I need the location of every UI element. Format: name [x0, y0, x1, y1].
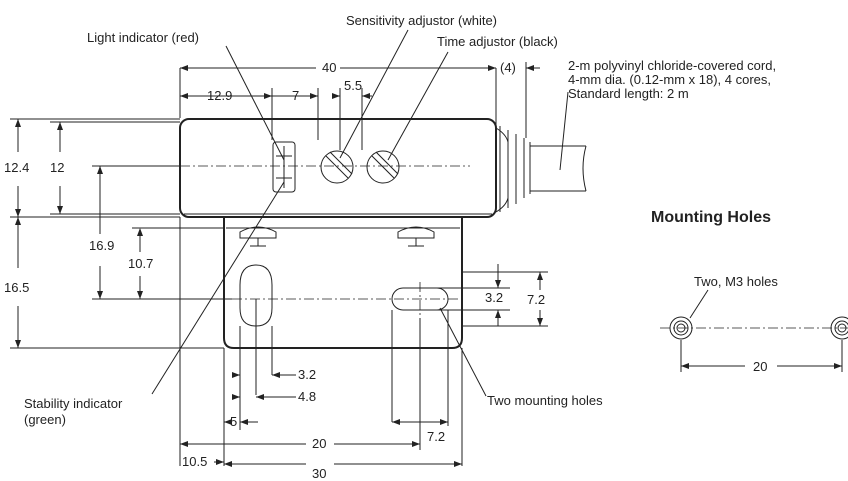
two-mounting-holes-label: Two mounting holes — [487, 393, 603, 408]
cord-note-line1: 2-m polyvinyl chloride-covered cord, — [568, 58, 776, 73]
dim-12-4: 12.4 — [4, 160, 29, 175]
sensitivity-adjustor-label: Sensitivity adjustor (white) — [346, 13, 497, 28]
dim-5: 5 — [230, 414, 237, 429]
time-adjustor-label: Time adjustor (black) — [437, 34, 558, 49]
light-indicator-label: Light indicator (red) — [87, 30, 199, 45]
dim-4-8: 4.8 — [298, 389, 316, 404]
cord-note-line3: Standard length: 2 m — [568, 86, 689, 101]
sensitivity-adjustor-knob — [320, 150, 354, 184]
dim-10-7: 10.7 — [128, 256, 153, 271]
dim-16-9: 16.9 — [89, 238, 114, 253]
dim-3-2-bottom: 3.2 — [298, 367, 316, 382]
dim-16-5: 16.5 — [4, 280, 29, 295]
mounting-holes-spacing: 20 — [753, 359, 767, 374]
dim-10-5: 10.5 — [182, 454, 207, 469]
dim-20: 20 — [312, 436, 326, 451]
stability-indicator-label: Stability indicator — [24, 396, 123, 411]
mounting-holes-title: Mounting Holes — [651, 209, 771, 226]
light-indicator-window — [272, 141, 296, 193]
time-adjustor-knob — [366, 150, 400, 184]
cord-note-line2: 4-mm dia. (0.12-mm x 18), 4 cores, — [568, 72, 771, 87]
sensor-body — [179, 118, 587, 218]
stability-indicator-color: (green) — [24, 412, 66, 427]
dim-40: 40 — [322, 60, 336, 75]
dim-7-2-bottom: 7.2 — [427, 429, 445, 444]
dim-7: 7 — [292, 88, 299, 103]
dim-12: 12 — [50, 160, 64, 175]
mounting-holes-note: Two, M3 holes — [694, 274, 778, 289]
dim-30: 30 — [312, 466, 326, 481]
dim-4: (4) — [500, 60, 516, 75]
mounting-bracket — [223, 217, 463, 349]
dim-7-2-right: 7.2 — [527, 292, 545, 307]
dim-5-5: 5.5 — [344, 78, 362, 93]
dim-3-2-right: 3.2 — [485, 290, 503, 305]
mounting-holes-inset: Mounting Holes Two, M3 holes 20 — [651, 209, 848, 374]
dimension-lines — [10, 62, 548, 467]
leader-lines — [151, 29, 569, 397]
dim-12-9: 12.9 — [207, 88, 232, 103]
